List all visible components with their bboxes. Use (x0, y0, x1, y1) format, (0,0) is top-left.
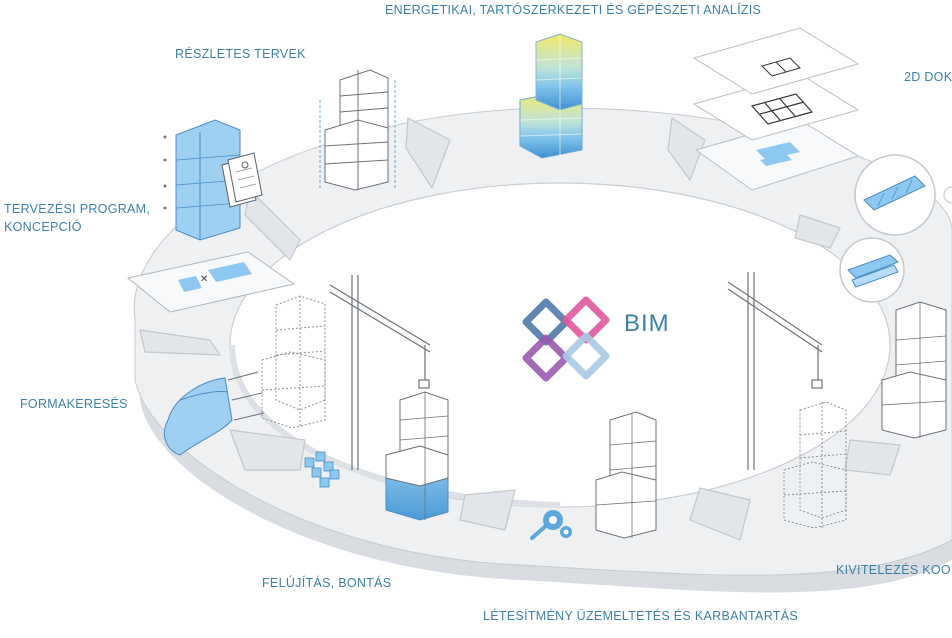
label-facility-management: LÉTESÍTMÉNY ÜZEMELTETÉS ÉS KARBANTARTÁS (483, 609, 799, 623)
bim-logo-icon (522, 296, 610, 382)
construction-building-icon (783, 401, 847, 529)
facility-building-icon (595, 411, 657, 539)
cubes-icon (304, 451, 340, 488)
crane-icon-right (727, 272, 823, 470)
svg-text:✕: ✕ (200, 274, 208, 285)
document-icon (221, 152, 263, 208)
label-construction: KIVITELEZÉS KOO (836, 563, 951, 577)
profile-detail-icon (839, 237, 905, 303)
detailed-plans-building-icon (319, 69, 396, 191)
beam-detail-icon (854, 154, 936, 236)
label-concept: KONCEPCIÓ (4, 220, 82, 234)
renovation-building-icon (385, 391, 449, 521)
label-renovation: FELÚJÍTÁS, BONTÁS (262, 576, 392, 590)
label-detailed-plans: RÉSZLETES TERVEK (175, 47, 306, 61)
wrench-icon (530, 522, 550, 540)
crane-icon-left (329, 275, 431, 470)
2d-documentation-sheets-icon (692, 27, 860, 191)
form-finding-wireframe-building (261, 295, 326, 429)
ring-segment-dividers (139, 116, 901, 541)
label-design-program: TERVEZÉSI PROGRAM, (4, 202, 151, 216)
bim-title: BIM (624, 310, 670, 337)
concept-building-icon: ✕ (126, 119, 296, 313)
coordination-building-icon (881, 301, 947, 439)
label-form-finding: FORMAKERESÉS (20, 397, 128, 411)
energy-analysis-building-icon (519, 33, 583, 159)
label-2d-docs: 2D DOK (904, 70, 952, 84)
label-energy-analysis: ENERGETIKAI, TARTÓSZERKEZETI ÉS GÉPÉSZET… (385, 3, 762, 17)
form-finding-shape-icon (164, 371, 265, 456)
